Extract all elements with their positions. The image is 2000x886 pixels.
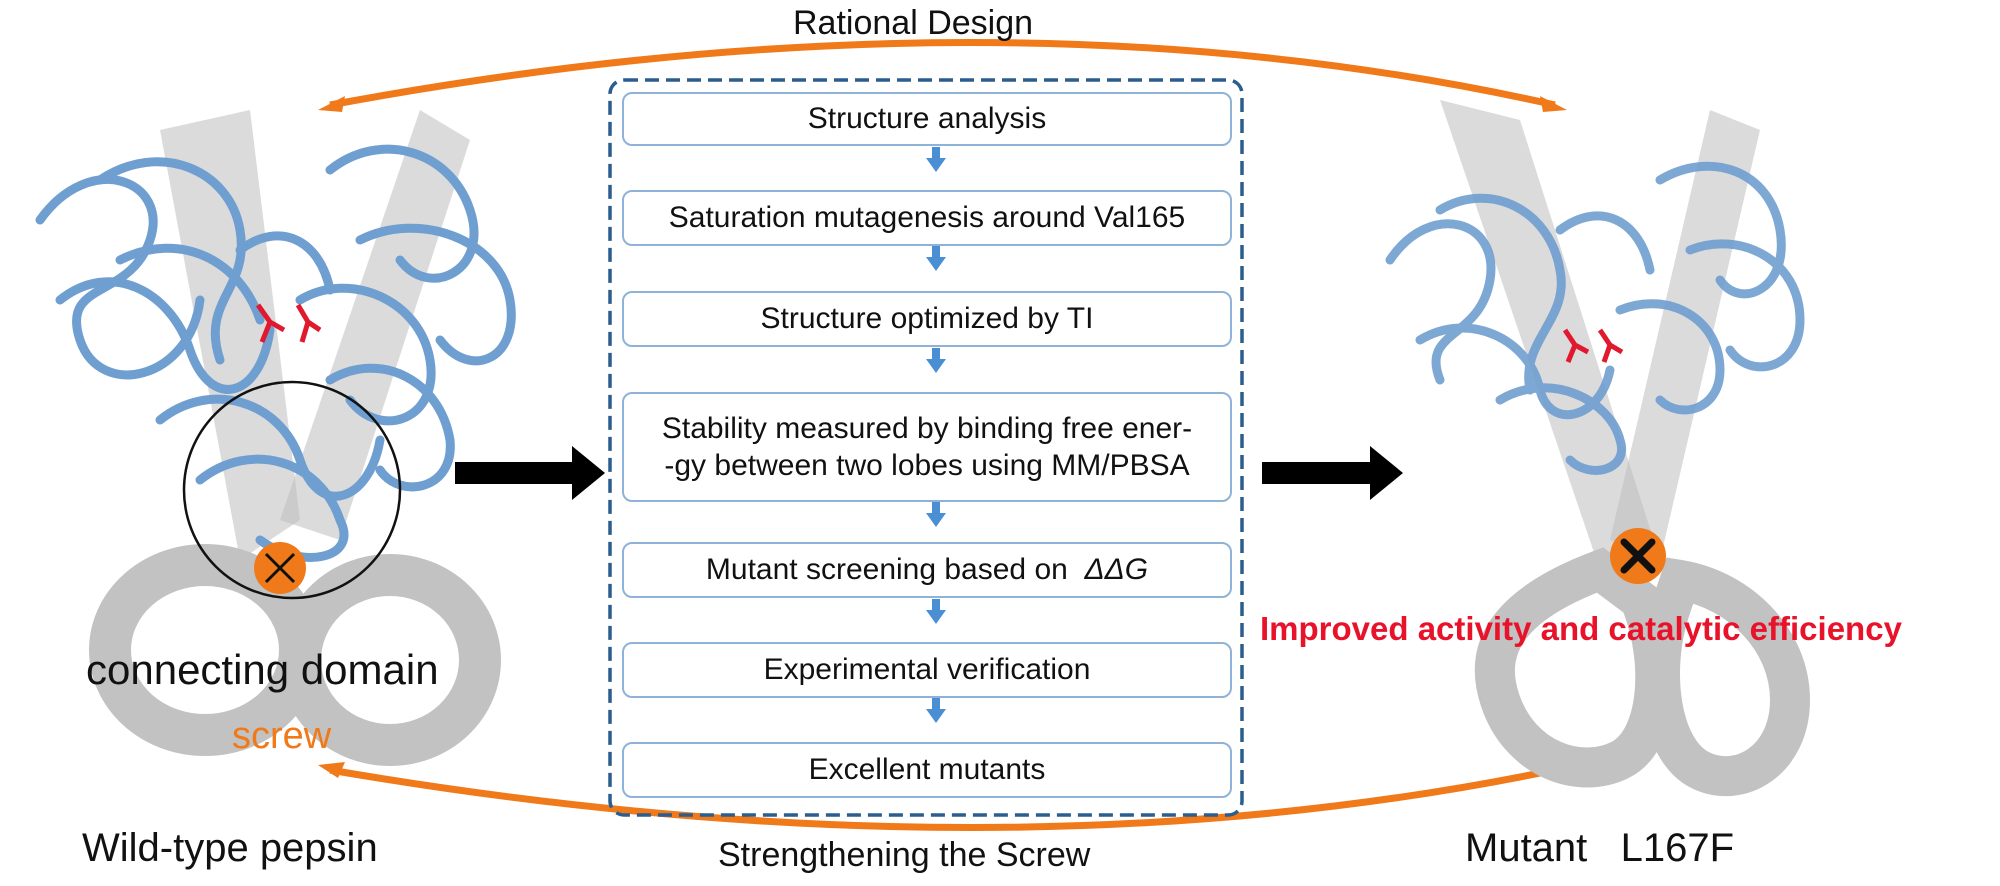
bottom-arc-tip-left bbox=[318, 762, 345, 778]
rational-design-label: Rational Design bbox=[793, 4, 1034, 42]
improved-activity-label: Improved activity and catalytic efficien… bbox=[1260, 610, 1902, 647]
right-active-site bbox=[1562, 328, 1624, 363]
screw-label: screw bbox=[232, 715, 332, 757]
left-scissors-icon bbox=[89, 110, 501, 766]
step-text: Mutant screening based on ΔΔG bbox=[705, 553, 1149, 587]
step-mutant-screening: Mutant screening based on ΔΔG bbox=[622, 542, 1232, 598]
step-connectors bbox=[926, 147, 946, 723]
workflow-dashed-box bbox=[608, 78, 1244, 817]
step-structure-optimized: Structure optimized by TI bbox=[622, 291, 1232, 347]
delta-delta-g: ΔΔG bbox=[1084, 553, 1149, 587]
step-stability-measured: Stability measured by binding free ener-… bbox=[622, 392, 1232, 502]
step-text: Structure analysis bbox=[807, 102, 1047, 136]
bottom-arc bbox=[329, 766, 1556, 831]
step-text: Saturation mutagenesis around Val165 bbox=[668, 201, 1186, 235]
left-screw-x-icon bbox=[254, 542, 306, 594]
connecting-domain-circle bbox=[182, 380, 402, 600]
step-text: Structure optimized by TI bbox=[760, 302, 1094, 336]
left-active-site bbox=[255, 303, 322, 343]
right-scissors-icon bbox=[1440, 100, 1811, 797]
top-arc bbox=[329, 39, 1556, 109]
step-text: Experimental verification bbox=[763, 653, 1091, 687]
top-arc-tip-left bbox=[318, 96, 345, 112]
step-structure-analysis: Structure analysis bbox=[622, 92, 1232, 146]
left-protein-ribbon-icon bbox=[35, 144, 516, 562]
connecting-domain-label: connecting domain bbox=[86, 646, 439, 693]
top-arc-tip-right bbox=[1540, 96, 1567, 112]
wild-type-caption: Wild-type pepsin bbox=[82, 826, 378, 870]
right-screw-x-icon bbox=[1610, 528, 1666, 584]
right-protein-ribbon-icon bbox=[1385, 161, 1805, 475]
step-text-line2: -gy between two lobes using MM/PBSA bbox=[664, 449, 1190, 482]
strengthening-screw-label: Strengthening the Screw bbox=[718, 836, 1091, 874]
step-saturation-mutagenesis: Saturation mutagenesis around Val165 bbox=[622, 190, 1232, 246]
step-text: Excellent mutants bbox=[808, 753, 1046, 787]
arrow-right-icon-right bbox=[1262, 446, 1403, 500]
step-excellent-mutants: Excellent mutants bbox=[622, 742, 1232, 798]
arrow-right-icon-left bbox=[455, 446, 605, 500]
mutant-caption: Mutant L167F bbox=[1465, 826, 1735, 870]
step-experimental-verification: Experimental verification bbox=[622, 642, 1232, 698]
step-text-line1: Stability measured by binding free ener- bbox=[661, 411, 1193, 445]
